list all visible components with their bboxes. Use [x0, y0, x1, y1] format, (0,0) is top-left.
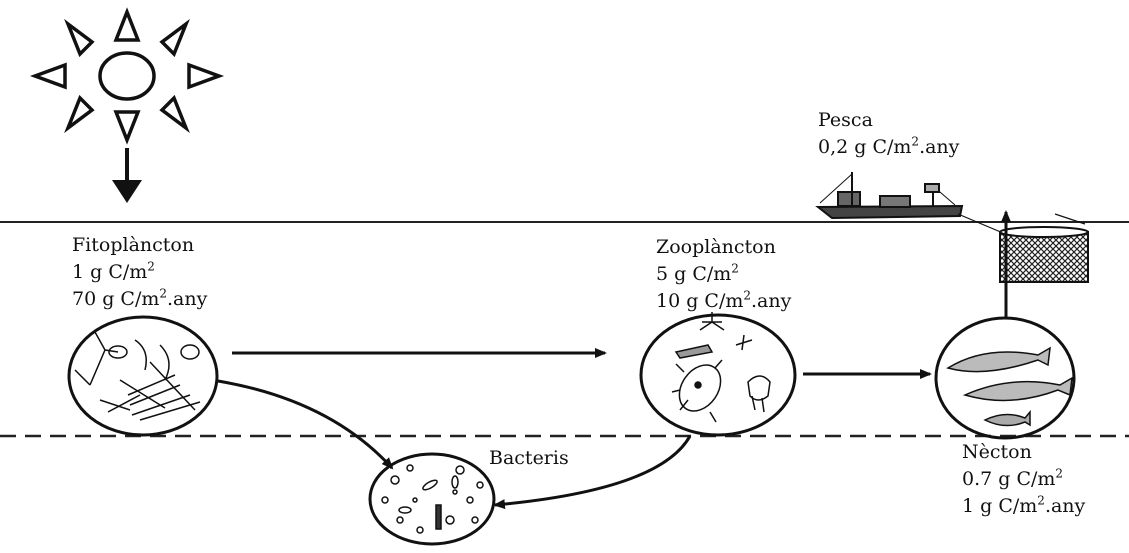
- nekton-circle: [936, 318, 1074, 438]
- arrow-phyto-to-bacteria: [218, 381, 392, 468]
- fishing-boat-icon: [818, 172, 962, 218]
- zooplankton-production: 10 g C/m2.any: [656, 288, 791, 315]
- bacteria-circle: [370, 454, 494, 544]
- flow-arrows: [218, 212, 1006, 505]
- zooplankton-biomass: 5 g C/m2: [656, 261, 791, 288]
- nekton-biomass: 0.7 g C/m2: [962, 466, 1085, 493]
- sun-icon: [35, 12, 219, 140]
- zooplankton-label: Zooplàncton 5 g C/m2 10 g C/m2.any: [656, 234, 791, 315]
- nekton-production: 1 g C/m2.any: [962, 493, 1085, 520]
- bacteria-name: Bacteris: [489, 445, 569, 472]
- nekton-label: Nècton 0.7 g C/m2 1 g C/m2.any: [962, 439, 1085, 520]
- bacteria-label: Bacteris: [489, 445, 569, 472]
- fishing-label: Pesca 0,2 g C/m2.any: [818, 107, 959, 161]
- phytoplankton-label: Fitoplàncton 1 g C/m2 70 g C/m2.any: [72, 232, 207, 313]
- phytoplankton-name: Fitoplàncton: [72, 232, 207, 259]
- zooplankton-circle: [641, 312, 795, 435]
- zooplankton-name: Zooplàncton: [656, 234, 791, 261]
- phytoplankton-production: 70 g C/m2.any: [72, 286, 207, 313]
- phytoplankton-biomass: 1 g C/m2: [72, 259, 207, 286]
- nekton-name: Nècton: [962, 439, 1085, 466]
- fishing-catch: 0,2 g C/m2.any: [818, 134, 959, 161]
- sunlight-arrow: [112, 148, 142, 203]
- phytoplankton-circle: [69, 317, 217, 435]
- fishing-net-icon: [958, 214, 1088, 282]
- fishing-name: Pesca: [818, 107, 959, 134]
